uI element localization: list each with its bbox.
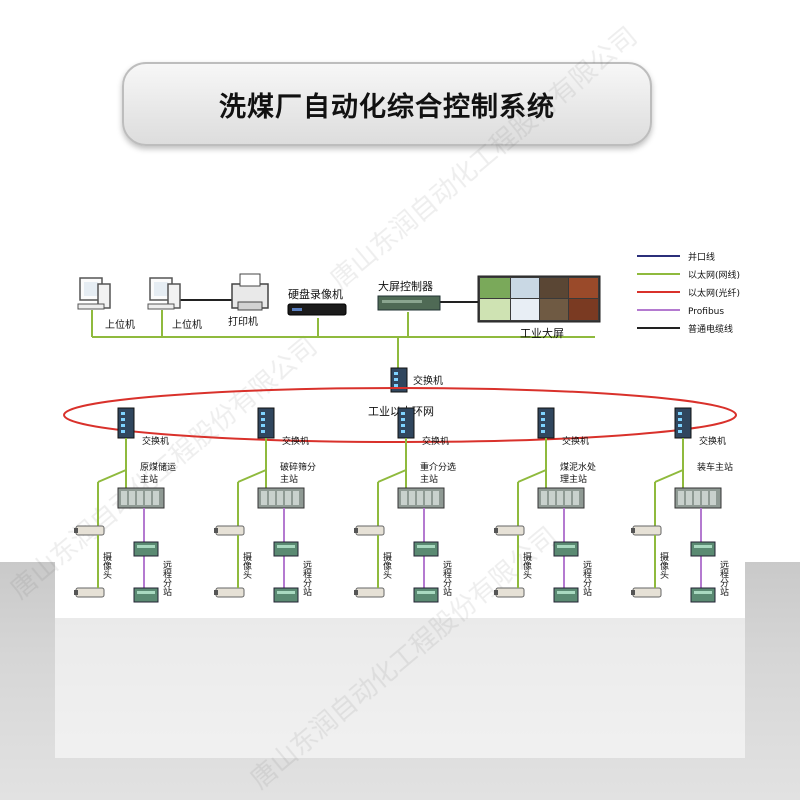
camera-icon [495, 525, 525, 536]
host-label-1: 上位机 [105, 318, 135, 331]
switch-icon [674, 407, 692, 439]
legend-label: Profibus [688, 307, 724, 317]
page-title: 洗煤厂自动化综合控制系统 [219, 91, 555, 123]
switch-icon [117, 407, 135, 439]
host-label-2: 上位机 [172, 318, 202, 331]
remote-station-label: 远程分站 [718, 560, 729, 597]
host-computer-1: 上位机 [77, 277, 135, 331]
remote-plc-icon [413, 541, 439, 557]
fiber-ring [63, 387, 737, 443]
remote-station-label: 远程分站 [441, 560, 452, 597]
printer-label: 打印机 [228, 315, 258, 328]
remote-plc-icon [273, 541, 299, 557]
title-banner: 洗煤厂自动化综合控制系统 [122, 62, 652, 146]
camera-icon [632, 587, 662, 598]
camera-icon [495, 587, 525, 598]
watermark-text: 唐山东润自动化工程股份有限公司 [325, 22, 643, 296]
switch-icon [257, 407, 275, 439]
switch-icon [397, 407, 415, 439]
remote-plc-icon [133, 541, 159, 557]
remote-plc-icon [133, 587, 159, 603]
printer: 打印机 [228, 273, 269, 328]
camera-label: 摄像头 [101, 551, 112, 580]
host-computer-2: 上位机 [147, 277, 202, 331]
main-switch: 交换机 [390, 367, 443, 393]
camera-label: 摄像头 [658, 551, 669, 580]
remote-station-label: 远程分站 [161, 560, 172, 597]
legend-label: 以太网(光纤) [688, 287, 740, 299]
screen-controller: 大屏控制器 [377, 279, 441, 311]
camera-label: 摄像头 [521, 551, 532, 580]
watermark-text: 唐山东润自动化工程股份有限公司 [245, 522, 563, 796]
main-station-label: 破碎筛分 [280, 461, 316, 473]
main-station-label: 重介分选 [420, 461, 456, 473]
screen-controller-label: 大屏控制器 [378, 279, 433, 293]
switch-icon [537, 407, 555, 439]
station-switch-label: 交换机 [142, 435, 169, 447]
camera-icon [632, 525, 662, 536]
legend-label: 并口线 [688, 251, 715, 263]
main-station-label: 装车主站 [697, 461, 733, 473]
station-switch-label: 交换机 [422, 435, 449, 447]
remote-plc-icon [553, 541, 579, 557]
top-wiring [91, 299, 595, 372]
camera-label: 摄像头 [381, 551, 392, 580]
dvr-icon [287, 303, 347, 316]
camera-label: 摄像头 [241, 551, 252, 580]
remote-station-label: 远程分站 [581, 560, 592, 597]
main-station-label: 煤泥水处 [560, 461, 596, 473]
big-screen: 工业大屏 [477, 275, 601, 340]
diagram-reflection [55, 618, 745, 758]
remote-plc-icon [553, 587, 579, 603]
dvr-label: 硬盘录像机 [288, 287, 343, 301]
main-station-label: 主站 [420, 473, 438, 485]
station-switch-label: 交换机 [282, 435, 309, 447]
station-switch-label: 交换机 [699, 435, 726, 447]
remote-plc-icon [690, 541, 716, 557]
legend-label: 以太网(网线) [688, 269, 740, 281]
main-station-label: 主站 [280, 473, 298, 485]
camera-icon [215, 587, 245, 598]
remote-plc-icon [413, 587, 439, 603]
main-switch-label: 交换机 [413, 374, 443, 387]
main-station-label: 主站 [140, 473, 158, 485]
big-screen-label: 工业大屏 [520, 326, 564, 340]
camera-icon [355, 587, 385, 598]
camera-icon [215, 525, 245, 536]
remote-plc-icon [690, 587, 716, 603]
stations: 交换机原煤储运主站远程分站摄像头交换机破碎筛分主站远程分站摄像头交换机重介分选主… [74, 407, 733, 603]
main-station-label: 理主站 [560, 473, 587, 485]
camera-icon [75, 525, 105, 536]
camera-icon [355, 525, 385, 536]
legend-label: 普通电缆线 [688, 323, 733, 335]
camera-icon [75, 587, 105, 598]
remote-station-label: 远程分站 [301, 560, 312, 597]
station-switch-label: 交换机 [562, 435, 589, 447]
dvr: 硬盘录像机 [287, 287, 347, 316]
remote-plc-icon [273, 587, 299, 603]
main-station-label: 原煤储运 [140, 461, 176, 473]
